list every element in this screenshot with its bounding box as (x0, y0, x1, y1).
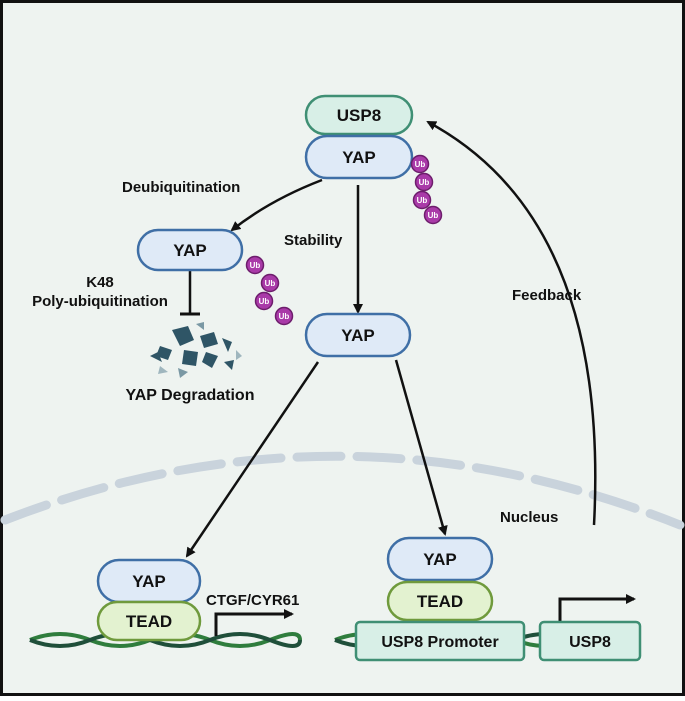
ubiquitin-top-bead-label-4: Ub (428, 211, 439, 220)
degradation-fragments (150, 322, 242, 378)
deubiquitination-label: Deubiquitination (122, 179, 240, 196)
ubiquitin-top-bead-label-3: Ub (417, 196, 428, 205)
ubiquitin-top-bead-1 (410, 154, 430, 174)
ubiquitin-top-bead-label-2: Ub (419, 178, 430, 187)
ubiquitin-top-bead-2 (414, 172, 434, 192)
yap-bottom-right-label: YAP (423, 550, 456, 569)
arrow-deubiquitination (230, 178, 323, 232)
usp8-top-label: USP8 (337, 106, 381, 125)
ubiquitin-top-bead-3 (412, 190, 432, 210)
feedback-label: Feedback (512, 287, 582, 304)
yap-center-pill (304, 312, 412, 358)
ubiquitin-left-bead-3 (254, 291, 274, 311)
usp8-gene-label: USP8 (569, 634, 611, 651)
ubiquitin-top-bead-4 (423, 205, 443, 225)
yap-left-label: YAP (173, 241, 206, 260)
arrow-usp8-transcription (558, 594, 636, 622)
polyubiquitination-label: Poly-ubiquitination (32, 293, 168, 310)
yap-bottom-left-label: YAP (132, 572, 165, 591)
yap-left-pill (136, 228, 244, 272)
ubiquitin-left-bead-1 (245, 255, 265, 275)
ctgf-cyr61-label: CTGF/CYR61 (206, 592, 299, 609)
yap-top-label: YAP (342, 148, 375, 167)
ubiquitin-left-bead-2 (260, 273, 280, 293)
usp8-gene-box (538, 620, 642, 662)
arrow-to-left-complex (185, 361, 320, 558)
yap-degradation-label: YAP Degradation (126, 387, 255, 404)
nuclear-membrane (0, 451, 685, 530)
yap-center-label: YAP (341, 326, 374, 345)
tead-left-label: TEAD (126, 612, 172, 631)
tead-right-label: TEAD (417, 592, 463, 611)
usp8-top-pill (304, 94, 414, 136)
yap-top-pill (304, 134, 414, 180)
tead-left-pill (96, 600, 202, 642)
ubiquitin-left-bead-4 (274, 306, 294, 326)
nucleus-label: Nucleus (500, 509, 558, 526)
k48-label: K48 (86, 274, 114, 291)
arrow-feedback (426, 120, 597, 526)
tead-right-pill (386, 580, 494, 622)
ubiquitin-left-bead-label-4: Ub (279, 312, 290, 321)
stability-label: Stability (284, 232, 343, 249)
yap-bottom-right-pill (386, 536, 494, 582)
arrow-to-right-complex (394, 359, 448, 536)
ubiquitin-left-bead-label-1: Ub (250, 261, 261, 270)
arrow-ctgf-transcription (214, 609, 294, 636)
ubiquitin-left-bead-label-2: Ub (265, 279, 276, 288)
ubiquitin-top-bead-label-1: Ub (415, 160, 426, 169)
usp8-promoter-label: USP8 Promoter (381, 634, 498, 651)
ubiquitin-left-bead-label-3: Ub (259, 297, 270, 306)
usp8-promoter-box (354, 620, 526, 662)
